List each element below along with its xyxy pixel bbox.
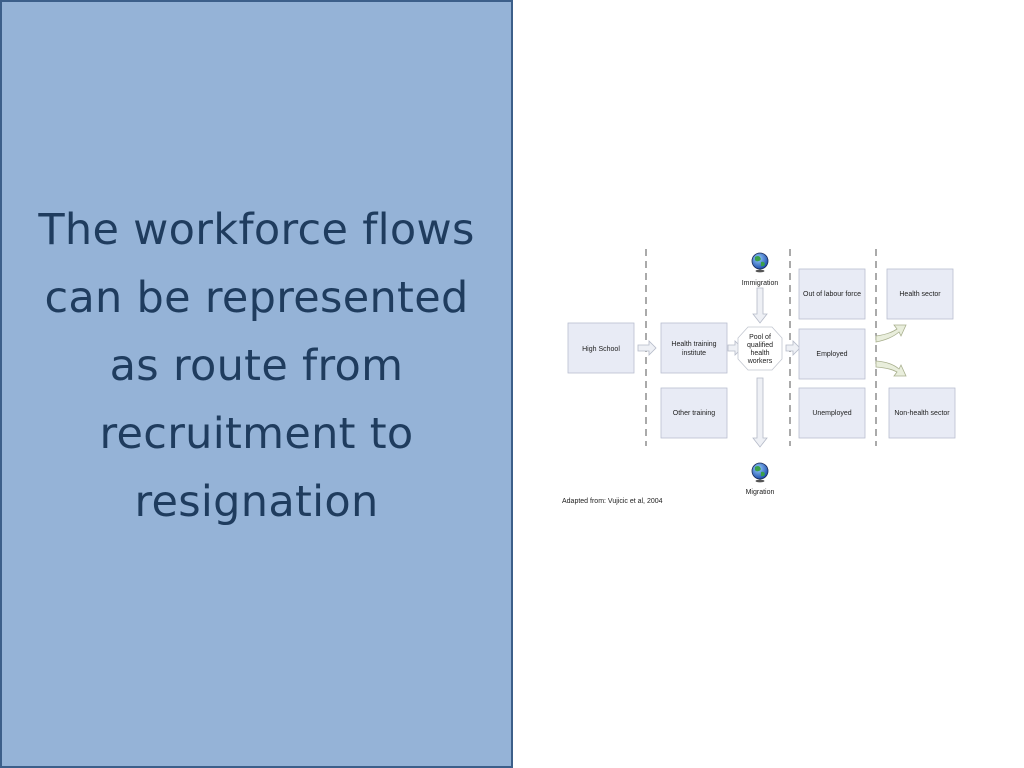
migration-arrow [752, 377, 768, 448]
node-label: Health sector [899, 291, 941, 298]
immigration-arrow [752, 287, 768, 324]
node-label: Employed [816, 351, 847, 358]
node-label: workers [747, 358, 773, 365]
arrow-school-to-training [637, 340, 657, 356]
node-label: Out of labour force [803, 291, 861, 298]
diagram-caption: Adapted from: Vujicic et al, 2004 [562, 498, 663, 505]
node-out-of-labour-force: Out of labour force [798, 268, 866, 320]
slide-title: The workforce flows can be represented a… [38, 205, 475, 527]
node-label: health [750, 350, 769, 357]
curved-arrow-to-health-sector [875, 324, 907, 343]
node-label: Unemployed [812, 410, 851, 417]
node-label: High School [582, 346, 620, 353]
immigration-label: Immigration [742, 280, 779, 287]
node-label: Other training [673, 410, 716, 417]
node-health-sector: Health sector [886, 268, 954, 320]
node-label: Non-health sector [894, 410, 950, 417]
migration-label: Migration [746, 489, 775, 496]
node-label: Pool of [749, 334, 771, 341]
node-label: institute [682, 350, 706, 357]
immigration-globe-icon [751, 252, 769, 273]
title-panel: The workforce flows can be represented a… [0, 0, 513, 768]
node-employed: Employed [798, 328, 866, 380]
node-label: qualified [747, 342, 773, 349]
node-health-training-institute: Health training institute [660, 322, 728, 374]
migration-globe-icon [751, 462, 769, 483]
node-unemployed: Unemployed [798, 387, 866, 439]
arrow-pool-to-employed [785, 340, 801, 356]
node-pool-of-qualified-health-workers: Pool of qualified health workers [737, 326, 783, 371]
node-label: Health training [671, 341, 716, 348]
node-other-training: Other training [660, 387, 728, 439]
curved-arrow-to-non-health-sector [875, 360, 907, 377]
node-non-health-sector: Non-health sector [888, 387, 956, 439]
node-high-school: High School [567, 322, 635, 374]
